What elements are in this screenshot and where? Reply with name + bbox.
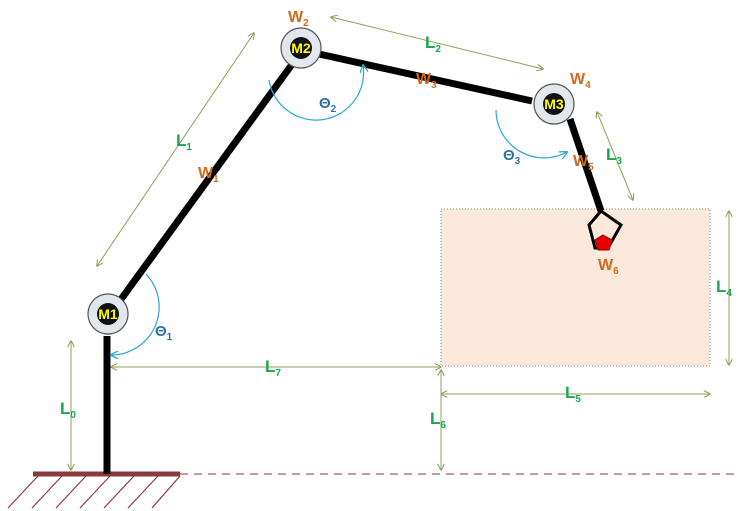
label-w6: W6: [598, 257, 619, 277]
label-l6: L6: [430, 409, 446, 431]
link-2: [318, 50, 533, 105]
theta3-arc: [495, 109, 567, 158]
link-1: [116, 60, 296, 305]
label-l5: L5: [565, 383, 581, 405]
ground: [7, 471, 738, 509]
label-l3: L3: [606, 145, 622, 167]
dim-l2: [331, 17, 543, 69]
label-w5: W5: [573, 153, 594, 173]
ground-hatching: [7, 475, 181, 509]
motor-m3: M3: [533, 83, 575, 125]
label-w2: W2: [288, 9, 309, 29]
gripper-payload: [594, 234, 613, 251]
label-l4: L4: [716, 277, 732, 299]
label-theta1: Θ1: [155, 323, 173, 343]
dim-l3: [597, 112, 633, 200]
dim-l1: [97, 33, 254, 266]
label-w4: W4: [570, 71, 591, 91]
gripper: [587, 208, 623, 251]
theta2-arc: [268, 65, 364, 121]
label-w1: W1: [198, 165, 219, 185]
workspace-area: [440, 208, 711, 367]
motor-m2: M2: [280, 27, 322, 69]
angle-arcs: [111, 65, 567, 355]
dimension-lines: [71, 17, 729, 470]
motor-m1-label: M1: [98, 306, 118, 322]
motor-m1: M1: [87, 293, 129, 335]
label-theta2: Θ2: [319, 95, 337, 115]
theta1-arc: [111, 273, 160, 355]
label-l7: L7: [265, 357, 281, 379]
arm-links: [103, 50, 605, 474]
label-theta3: Θ3: [503, 147, 521, 167]
motor-m3-label: M3: [544, 96, 564, 112]
motor-m2-label: M2: [291, 40, 311, 56]
link-3: [566, 117, 605, 213]
label-l0: L0: [60, 399, 76, 421]
label-l1: L1: [176, 131, 192, 153]
label-w3: W3: [416, 71, 437, 91]
label-l2: L2: [425, 33, 441, 55]
